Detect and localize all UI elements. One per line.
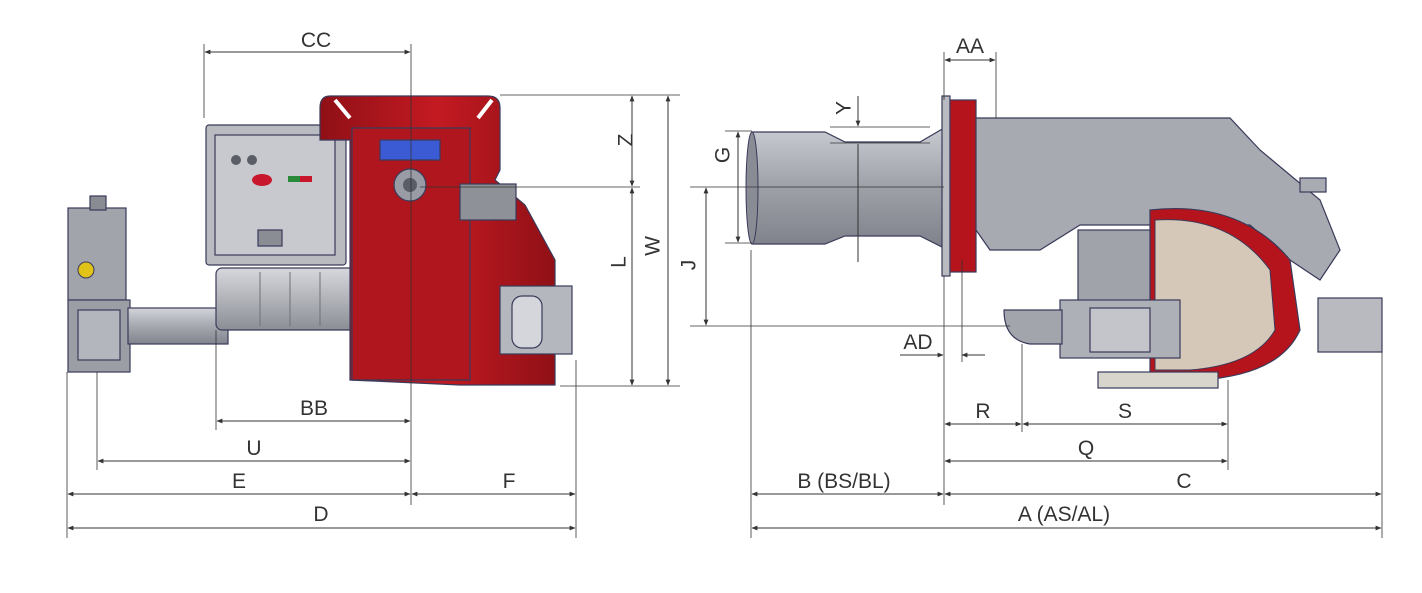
label-r: R [975, 400, 990, 423]
dimension-aa: AA [943, 35, 997, 118]
label-e: E [232, 470, 246, 493]
burner-body [975, 117, 1341, 381]
label-z: Z [615, 133, 638, 146]
label-bb: BB [300, 397, 328, 420]
dimension-c: C [944, 470, 1382, 497]
dimension-b: B (BS/BL) [751, 470, 944, 497]
rear-motor [1317, 297, 1383, 353]
dimension-cc: CC [203, 29, 411, 118]
dimension-z: Z [420, 94, 680, 387]
dimension-g: G [712, 130, 752, 244]
dimension-y: Y [830, 96, 930, 262]
air-damper-actuator [459, 183, 573, 355]
label-c: C [1176, 470, 1191, 493]
dimension-u: U [96, 372, 411, 470]
dimension-bb: BB [215, 330, 411, 430]
dimension-r: R [944, 400, 1022, 427]
dimension-d: D [67, 503, 576, 531]
label-d: D [313, 503, 328, 526]
label-w: W [642, 236, 665, 256]
label-g: G [712, 147, 735, 163]
dimension-f: F [411, 360, 577, 538]
burner-housing [319, 95, 556, 386]
dimension-j: J [678, 187, 1010, 327]
label-y: Y [833, 101, 856, 115]
label-ad: AD [903, 331, 932, 354]
indicator-light-icon [77, 261, 95, 279]
label-f: F [503, 470, 516, 493]
label-l: L [608, 256, 631, 268]
front-view: CC Z L W BB U [66, 29, 680, 538]
label-s: S [1118, 400, 1132, 423]
flange-plate [949, 99, 977, 273]
side-gas-valve [1003, 229, 1219, 389]
side-view: AA Y G J AD [678, 35, 1383, 538]
label-aa: AA [956, 35, 984, 58]
control-panel [205, 124, 347, 266]
dimension-w: W [642, 95, 671, 386]
blast-tube [745, 126, 945, 249]
label-cc: CC [301, 29, 331, 52]
dimension-a: A (AS/AL) [751, 503, 1382, 531]
dimension-e: E [66, 372, 411, 538]
label-b: B (BS/BL) [797, 470, 890, 493]
gas-pipe [127, 307, 229, 345]
gas-valve-block [67, 195, 131, 373]
label-u: U [246, 437, 261, 460]
label-q: Q [1078, 437, 1094, 460]
mounting-flange [941, 95, 951, 277]
dimension-q: Q [944, 437, 1228, 464]
dimension-ad: AD [900, 260, 985, 362]
fan-motor [215, 267, 357, 331]
dimension-s: S [1022, 400, 1228, 427]
dimension-l: L [608, 187, 635, 386]
label-a: A (AS/AL) [1018, 503, 1110, 526]
label-j: J [678, 260, 701, 271]
